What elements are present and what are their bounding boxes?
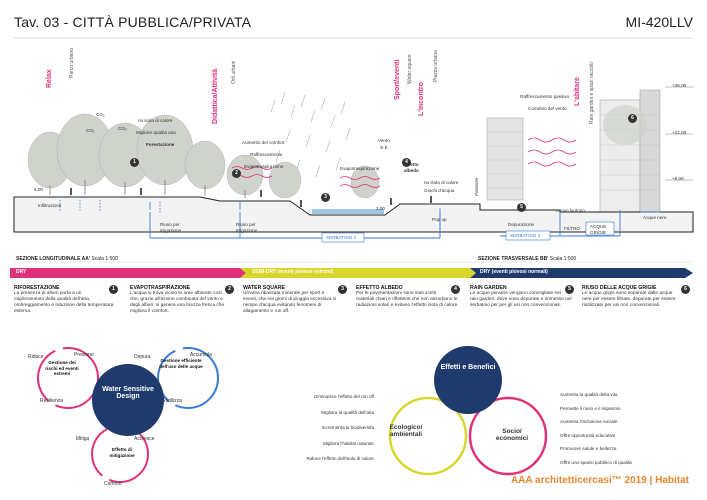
co2-label-3: CO₂ bbox=[118, 126, 127, 131]
wsd-resilienza: Resilienza bbox=[40, 398, 64, 404]
black-water-label: Acque nere bbox=[643, 215, 667, 220]
new-biotope-label: nuovo biotopo bbox=[556, 208, 585, 213]
effect-right-item: Offre opportunità educative bbox=[560, 432, 616, 438]
wsd-depura: Depura bbox=[134, 354, 151, 360]
air-quality-label: Migliore qualità aria bbox=[136, 130, 176, 135]
ground-profile bbox=[13, 196, 694, 233]
marker-2: 2 bbox=[232, 161, 241, 179]
tank-1-label: SERBATOIO 1 bbox=[326, 235, 357, 240]
co2-label-1: CO₂ bbox=[96, 112, 105, 117]
phase-2: EVAPOTRASPIRAZIONE 2 L'acqua si trova vi… bbox=[130, 285, 234, 315]
effect-left-item: Riduce l'effetto dell'isola di calore bbox=[306, 456, 374, 461]
water-square-water bbox=[312, 209, 384, 214]
timeline-bar bbox=[10, 268, 693, 278]
elev-3: +6,00 bbox=[672, 176, 684, 181]
evapo-label: Evapotraspirazione bbox=[244, 164, 284, 169]
phase-4: EFFETTO ALBEDO 4 Per le pavimentazioni s… bbox=[356, 285, 460, 308]
phase-3: WATER SQUARE 3 Un'area ribassata mineral… bbox=[243, 285, 347, 315]
wsd-right-title: Gestione efficiente dell'uso delle acque bbox=[159, 358, 203, 369]
timeline-semi-dry: SEMI-DRY (eventi piovosi estremi) bbox=[252, 269, 334, 275]
timeline-dry-normal: DRY (eventi piovosi normali) bbox=[480, 269, 548, 275]
effect-left-item: Migliora l'habitat naturale bbox=[323, 440, 374, 446]
rain-streaks bbox=[270, 91, 351, 178]
marker-1: 1 bbox=[130, 150, 139, 168]
wsd-riutilizza: Riutilizza bbox=[162, 398, 183, 404]
effects-diagram bbox=[388, 346, 548, 476]
wsd-left-title: Gestione dei rischi ed eventi estremi bbox=[45, 360, 79, 376]
marker-4: 4 bbox=[402, 150, 411, 168]
no-heat-island-label-2: no isola di calore bbox=[424, 180, 459, 185]
grey-water-label: ACQUE GRIGIE bbox=[590, 224, 607, 235]
park-trees bbox=[27, 113, 380, 199]
timeline-dry: DRY bbox=[16, 269, 27, 275]
wsd-previene: Previene bbox=[74, 352, 94, 358]
reuse-label-2: Riuso per irrigazione bbox=[236, 222, 258, 233]
phase-6: RIUSO DELLE ACQUE GRIGIE 6 Le acque grig… bbox=[582, 285, 690, 309]
zone-relax-sub: Parco urbano bbox=[69, 47, 75, 78]
passive-cooling-label: Raffrescamento passivo bbox=[520, 94, 570, 99]
albedo-label: Effetto albedo bbox=[404, 162, 419, 173]
effect-right-item: Promuove salute e bellezza bbox=[560, 446, 617, 451]
elev-4: 4,00 bbox=[34, 187, 43, 192]
effect-right-item: Offre uno spazio pubblico di qualità bbox=[560, 459, 632, 465]
cooling-label: Raffrescamento bbox=[250, 152, 283, 157]
wsd-mitiga: Mitiga bbox=[76, 436, 90, 442]
wind-corridor-label: Corridoio del vento bbox=[528, 106, 567, 111]
reuse-label-1: Riuso per irrigazione bbox=[160, 222, 182, 233]
effect-left-item: Incrementa la biodiversità bbox=[321, 425, 374, 430]
purification-label: Depurazione bbox=[508, 222, 535, 227]
co2-label-2: CO₂ bbox=[86, 128, 95, 133]
wsd-bottom-title: Effetto di mitigazione bbox=[109, 447, 135, 458]
water-games-label: Giochi d'acqua bbox=[424, 188, 455, 193]
elev-1: +36,00 bbox=[672, 83, 687, 88]
pop-up-label: Pop up bbox=[432, 217, 447, 222]
effects-left-list: Diminuisce l'effetto del run off Miglior… bbox=[292, 394, 374, 462]
wsd-accumula: Accumula bbox=[190, 352, 212, 358]
phase-5: RAIN GARDEN 5 Le acque piovane vengono c… bbox=[470, 285, 574, 309]
effect-right-item: Aumenta l'inclusione sociale bbox=[560, 419, 618, 424]
effect-right-item: Aumenta la qualità della vita bbox=[560, 392, 618, 397]
elev-2: +21,00 bbox=[672, 130, 687, 135]
elev-5: 2,00 bbox=[376, 206, 385, 211]
wind-dir-label: S-E bbox=[380, 145, 388, 150]
effects-right-list: Aumenta la qualità della vita Permette i… bbox=[560, 392, 680, 465]
section-trans-title: SEZIONE TRASVERSALE BB' Scala 1:500 bbox=[478, 256, 577, 262]
forestation-label: Forestazione bbox=[146, 142, 175, 147]
wsd-diagram bbox=[37, 347, 219, 483]
tank-2-label: SERBATOIO 2 bbox=[510, 233, 541, 238]
wsd-comfort: Comfort bbox=[104, 481, 122, 487]
project-code: MI-420LLV bbox=[625, 14, 693, 30]
wind-label: Vento bbox=[378, 138, 390, 143]
infiltration-label: Infiltrazione bbox=[38, 203, 62, 208]
sunshade-label: Parasole bbox=[474, 177, 479, 196]
zone-abitare-sub: Rain garden e spazi raccolti bbox=[589, 62, 595, 124]
no-heat-island-label: no isola di calore bbox=[138, 118, 173, 123]
marker-5: 5 bbox=[517, 195, 526, 213]
marker-6: 6 bbox=[628, 106, 637, 124]
effects-center: Effetti e Benefici bbox=[440, 364, 496, 371]
evapo-label-2: Evapotraspirazione bbox=[340, 166, 380, 171]
phase-1: RIFORESTAZIONE 1 La presenza di alberi p… bbox=[14, 285, 118, 315]
section-long-title: SEZIONE LONGITUDINALE AA' Scala 1:500 bbox=[16, 256, 118, 262]
effects-right-title: Socio/ economici bbox=[495, 428, 529, 442]
effect-left-item: Migliora la qualità dell'aria bbox=[321, 409, 374, 415]
wsd-center: Water Sensitive Design bbox=[102, 386, 154, 400]
wsd-accresce: Accresce bbox=[134, 436, 155, 442]
filter-label: FILTRO bbox=[564, 226, 580, 231]
page-title: Tav. 03 - CITTÀ PUBBLICA/PRIVATA bbox=[14, 14, 252, 30]
effect-left-item: Diminuisce l'effetto del run off bbox=[314, 394, 374, 399]
marker-3: 3 bbox=[321, 185, 330, 203]
comfort-label: Aumento del comfort bbox=[242, 140, 285, 145]
effect-right-item: Permette il riuso e il risparmio bbox=[560, 405, 621, 411]
zone-incontro-sub: Piazza urbana bbox=[433, 50, 439, 82]
wsd-riduce: Riduce bbox=[28, 354, 44, 360]
zone-didactic-sub: Orti urbani bbox=[231, 60, 237, 84]
zone-didactic: Didattica/Attività bbox=[212, 68, 219, 124]
effects-left-title: Ecologico/ ambientali bbox=[389, 424, 423, 438]
zone-relax: Relax bbox=[46, 69, 53, 88]
section-drawing bbox=[13, 37, 694, 263]
zone-sport-sub: Water square bbox=[407, 54, 413, 84]
footer-credit: AAA architetticercasi™ 2019 | Habitat bbox=[510, 475, 689, 486]
zone-incontro: L'incontro bbox=[418, 82, 425, 116]
